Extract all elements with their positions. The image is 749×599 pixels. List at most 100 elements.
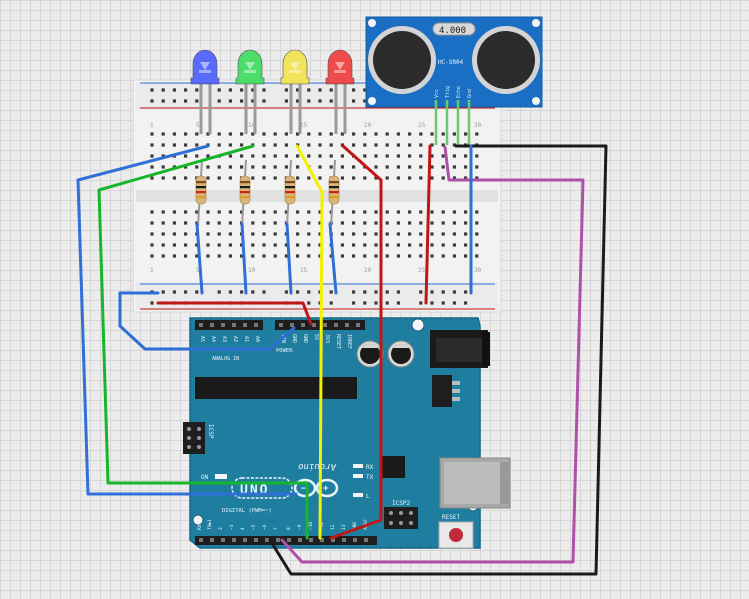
pin-label-vcc: Vcc — [434, 89, 440, 98]
led-ground-wire[interactable] — [195, 222, 204, 295]
column-label: 1 — [150, 267, 154, 274]
led-ground-wire[interactable] — [285, 222, 293, 295]
l-led — [353, 493, 363, 497]
sensor-model-label: HC-SR04 — [438, 59, 464, 66]
resistor[interactable] — [195, 159, 207, 227]
uno-logo-text: UNO — [240, 483, 269, 498]
icsp-label: ICSP — [207, 424, 214, 439]
digital-pin-labels: RX◀0 TX▶1 2 ~3 4 ~5 ~6 7 8 ~9 ~10 ~11 12… — [197, 519, 369, 530]
digital-header[interactable] — [195, 536, 377, 545]
power-jack[interactable] — [430, 330, 490, 368]
sensor-mount-hole — [532, 97, 540, 105]
header-pins — [199, 323, 360, 327]
led-ground-wire[interactable] — [328, 222, 338, 295]
resistor[interactable] — [328, 159, 340, 227]
rx-label: RX — [366, 464, 374, 471]
wire-red-led-to-pin[interactable] — [329, 144, 383, 540]
wire-sensor-vcc[interactable] — [424, 144, 432, 305]
status-leds: RX TX L — [353, 464, 374, 500]
pin-label: ~9 — [297, 524, 303, 530]
transducer-right — [472, 26, 540, 94]
reset-button[interactable] — [438, 521, 474, 549]
wire-sensor-echo[interactable] — [268, 144, 608, 576]
column-label: 20 — [364, 267, 372, 274]
pin-label: ~6 — [262, 524, 268, 530]
pin-label-a5: A5 — [199, 336, 205, 342]
voltage-regulator — [432, 375, 460, 407]
wire-blue-led-to-pin[interactable] — [76, 144, 298, 496]
sensor-pins[interactable] — [434, 100, 471, 145]
wire-yellow-led-to-pin[interactable] — [295, 144, 324, 540]
crystal — [432, 22, 476, 36]
led-blue[interactable] — [190, 49, 220, 134]
icsp-header[interactable] — [183, 422, 205, 454]
sensor-mount-hole — [368, 97, 376, 105]
capacitor — [387, 340, 415, 368]
brand-text: Arduino — [298, 461, 337, 471]
transducer-left — [368, 26, 436, 94]
wire-green-led-to-pin[interactable] — [97, 144, 309, 540]
pin-label-a1: A1 — [243, 336, 249, 342]
mounting-hole — [411, 318, 425, 332]
pin-label-trig: Trig — [445, 86, 451, 98]
led-yellow[interactable] — [280, 49, 310, 134]
column-label: 15 — [300, 267, 308, 274]
digital-header-pins — [199, 538, 368, 542]
column-label: 1 — [150, 122, 154, 129]
pin-label: ~11 — [319, 522, 325, 530]
wire-sensor-trig[interactable] — [280, 145, 585, 564]
breadboard-bottom-rail — [136, 282, 498, 310]
power-label: POWER — [276, 348, 293, 354]
column-label: 5 — [196, 267, 200, 274]
wire-ground-to-arduino[interactable] — [118, 291, 296, 351]
column-label: 20 — [364, 122, 372, 129]
breadboard[interactable]: 1 5 10 15 20 25 30 1 5 10 15 20 25 30 — [132, 79, 502, 313]
icsp2-label: ICSP2 — [392, 500, 410, 507]
column-label: 5 — [196, 122, 200, 129]
digital-label: DIGITAL (PWM=~) — [222, 508, 272, 514]
on-led — [215, 474, 227, 479]
pin-label: ~10 — [308, 522, 314, 530]
pin-label-reset: RESET — [335, 334, 341, 349]
analog-in-label: ANALOG IN — [212, 356, 239, 362]
hc-sr04-sensor[interactable]: 4.000 HC-SR04 Vcc Trig Echo Gnd — [365, 16, 543, 145]
arduino-pcb — [189, 317, 481, 549]
column-label: 25 — [418, 122, 426, 129]
pin-label-a2: A2 — [232, 336, 238, 342]
column-label: 10 — [248, 267, 256, 274]
l-label: L — [366, 493, 370, 500]
sensor-mount-hole — [368, 19, 376, 27]
arduino-uno-board[interactable]: A5 A4 A3 A2 A1 A0 ANALOG IN VIN GND GND … — [183, 317, 511, 549]
sensor-mount-hole — [532, 19, 540, 27]
pin-label: GND — [352, 522, 358, 530]
pin-label-ioref: IOREF — [346, 334, 352, 349]
led-green[interactable] — [235, 49, 265, 134]
wires — [76, 144, 608, 576]
pin-label: ~5 — [251, 524, 257, 530]
led-red[interactable] — [325, 49, 355, 134]
column-label: 30 — [474, 122, 482, 129]
icsp2-header[interactable] — [384, 507, 418, 529]
pin-label-3v3: 3V3 — [324, 334, 330, 343]
usb-port[interactable] — [439, 457, 511, 509]
pin-label-a3: A3 — [221, 336, 227, 342]
wire-5v-to-rail[interactable] — [156, 301, 313, 326]
breadboard-column-labels: 1 5 10 15 20 25 30 1 5 10 15 20 25 30 — [150, 122, 482, 274]
led-ground-wire[interactable] — [240, 222, 248, 295]
analog-header[interactable] — [195, 320, 263, 330]
resistor[interactable] — [239, 159, 251, 227]
column-label: 30 — [474, 267, 482, 274]
pin-label-gnd: GND — [302, 334, 308, 343]
resistor[interactable] — [284, 159, 296, 227]
tx-led — [353, 474, 363, 478]
pin-label: TX▶1 — [207, 519, 213, 530]
sensor-pin-labels: Vcc Trig Echo Gnd — [434, 86, 473, 98]
reset-label: RESET — [442, 514, 460, 521]
resistors — [195, 159, 340, 227]
column-label: 15 — [300, 122, 308, 129]
rx-led — [353, 464, 363, 468]
tx-label: TX — [366, 474, 374, 481]
leds — [190, 49, 355, 134]
pin-label-gnd: GND — [291, 334, 297, 343]
